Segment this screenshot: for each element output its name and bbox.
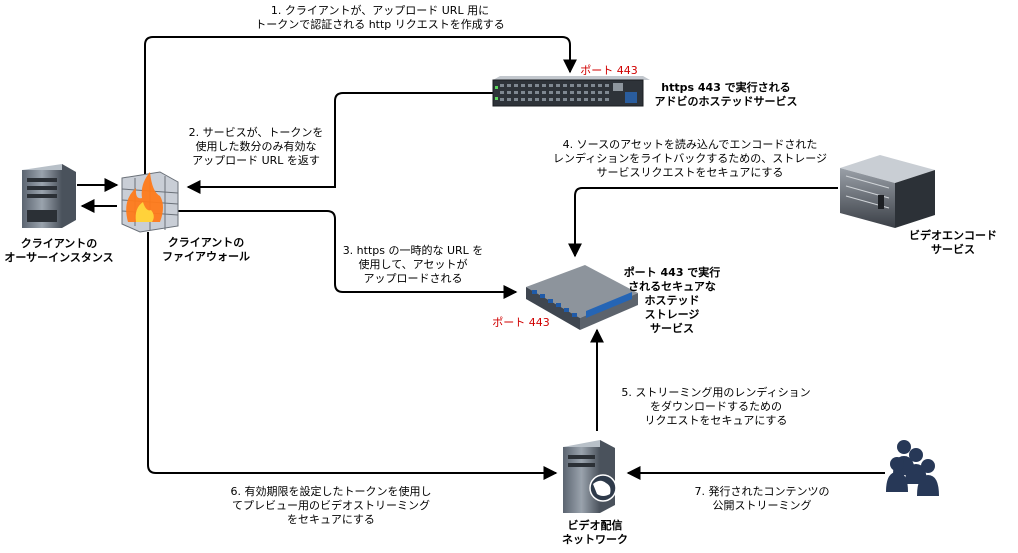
client-label-line-1: クライアントの	[20, 237, 98, 250]
step1-text: 1. クライアントが、アップロード URL 用に トークンで認証される http…	[235, 4, 525, 32]
cdn-label-line-1: ビデオ配信	[567, 519, 623, 532]
step3-text: 3. https の一時的な URL を 使用して、アセットが アップロードされ…	[338, 244, 488, 286]
step5-line-3: リクエストをセキュアにする	[644, 414, 788, 427]
step1-line-2: トークンで認証される http リクエストを作成する	[255, 18, 505, 31]
storage-port-label: ポート 443	[492, 316, 550, 329]
step3-line-1: 3. https の一時的な URL を	[342, 244, 484, 257]
hosted-service-label: https 443 で実行される アドビのホステッドサービス	[648, 81, 804, 109]
step6-line-2: てプレビュー用のビデオストリーミング	[232, 499, 430, 512]
step2-line-1: 2. サービスが、トークンを	[188, 126, 324, 139]
firewall-label-line-1: クライアントの	[167, 236, 245, 249]
arrow-step1	[144, 36, 577, 175]
step6-text: 6. 有効期限を設定したトークンを使用し てプレビュー用のビデオストリーミング …	[214, 485, 448, 527]
client-label: クライアントの オーサーインスタンス	[0, 237, 118, 265]
step5-line-2: をダウンロードするための	[650, 400, 782, 413]
storage-label-line-3: ホステッド	[644, 294, 700, 307]
cdn-label: ビデオ配信 ネットワーク	[540, 519, 650, 547]
hosted-service-rack-icon	[492, 76, 650, 107]
cdn-label-line-2: ネットワーク	[562, 533, 628, 546]
step3-line-2: 使用して、アセットが	[358, 258, 468, 271]
storage-label-line-2: されるセキュアな	[628, 280, 716, 293]
users-group-icon	[886, 440, 939, 496]
step6-line-1: 6. 有効期限を設定したトークンを使用し	[230, 485, 432, 498]
step5-text: 5. ストリーミング用のレンディション をダウンロードするための リクエストをセ…	[610, 386, 822, 428]
step7-text: 7. 発行されたコンテンツの 公開ストリーミング	[672, 485, 852, 513]
firewall-label-line-2: ファイアウォール	[162, 250, 250, 263]
arrow-step6	[147, 232, 558, 480]
step1-line-1: 1. クライアントが、アップロード URL 用に	[270, 4, 490, 17]
step4-text: 4. ソースのアセットを読み込んでエンコードされた レンディションをライトバック…	[542, 138, 838, 180]
step4-line-3: サービスリクエストをセキュアにする	[596, 166, 784, 179]
encode-label-line-2: サービス	[931, 243, 975, 256]
step6-line-3: をセキュアにする	[287, 513, 375, 526]
storage-label-line-1: ポート 443 で実行	[623, 266, 721, 279]
hosted-port-label: ポート 443	[580, 64, 638, 77]
encode-service-label: ビデオエンコード サービス	[898, 229, 1008, 257]
cdn-server-icon	[563, 440, 617, 513]
step7-line-1: 7. 発行されたコンテンツの	[694, 485, 830, 498]
arrow-step4	[568, 187, 838, 258]
step7-line-2: 公開ストリーミング	[712, 499, 812, 512]
client-label-line-2: オーサーインスタンス	[4, 251, 114, 264]
storage-switch-icon	[526, 265, 638, 330]
storage-label-line-4: ストレージ	[644, 308, 700, 321]
storage-label-line-5: サービス	[650, 322, 694, 335]
encode-server-icon	[840, 155, 935, 228]
step2-line-3: アップロード URL を返す	[192, 154, 320, 167]
arrow-step2	[186, 92, 493, 194]
client-server-icon	[22, 164, 76, 228]
storage-service-label: ポート 443 で実行 されるセキュアな ホステッド ストレージ サービス	[612, 266, 732, 336]
step2-line-2: 使用した数分のみ有効な	[195, 140, 317, 153]
firewall-label: クライアントの ファイアウォール	[150, 236, 262, 264]
encode-label-line-1: ビデオエンコード	[909, 229, 997, 242]
step2-text: 2. サービスが、トークンを 使用した数分のみ有効な アップロード URL を返…	[182, 126, 330, 168]
hosted-label-line-2: アドビのホステッドサービス	[654, 95, 798, 108]
hosted-label-line-1: https 443 で実行される	[661, 81, 791, 94]
step4-line-1: 4. ソースのアセットを読み込んでエンコードされた	[562, 138, 818, 151]
firewall-icon	[121, 171, 179, 233]
step5-line-1: 5. ストリーミング用のレンディション	[621, 386, 811, 399]
arrow-step3	[178, 210, 518, 299]
step3-line-3: アップロードされる	[363, 272, 463, 285]
step4-line-2: レンディションをライトバックするための、ストレージ	[552, 152, 827, 165]
